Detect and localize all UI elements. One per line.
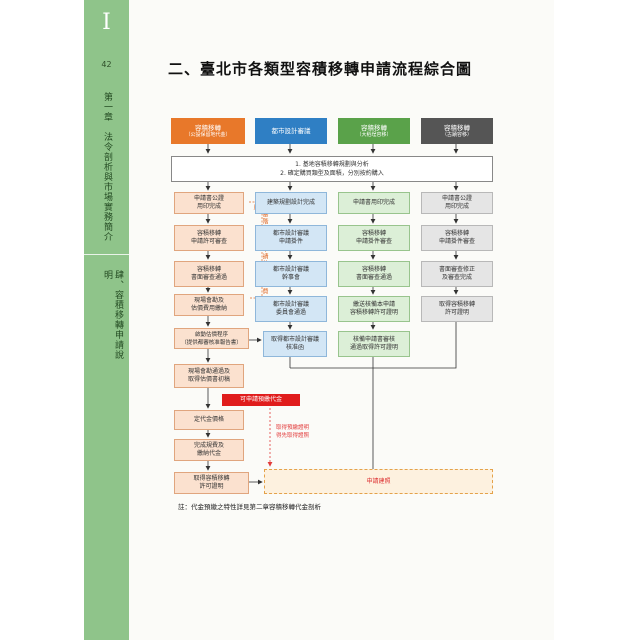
gray-step-2-line2: 申請掛件審查 [438,238,475,245]
prepay-bar-label: 可申請預繳代金 [239,396,282,403]
blue-step-4: 都市設計審議委員會通過 [255,296,327,322]
prepay-note: 取得預繳證明 得先取得證照 [276,424,309,440]
header-green: 容積移轉 （大稻埕容移） [338,118,410,144]
page-title: 二、臺北市各類型容積移轉申請流程綜合圖 [168,60,473,78]
planning-step-line2: 2. 確定購買類型及面積，分別按約購入 [280,170,384,177]
orange-step-2-line1: 容積移轉 [196,230,221,237]
green-step-1: 申請書用印完成 [338,192,410,214]
green-step-5-line1: 核備申請書審核 [352,336,395,343]
green-step-3-line1: 容積移轉 [361,266,386,273]
orange-step-5-line1: 啟動估價程序 [194,331,228,338]
blue-step-1: 建築規劃設計完成 [255,192,327,214]
gray-step-1-line2: 用印完成 [444,203,469,210]
header-gray: 容積移轉 （古蹟容移） [421,118,493,144]
orange-step-1: 申請書公證用印完成 [174,192,244,214]
header-blue-label: 都市設計審議 [271,127,311,135]
planning-step-line1: 1. 基地容積移轉規劃與分析 [295,161,369,168]
orange-step-3: 容積移轉書面審查通過 [174,261,244,287]
blue-step-5-line2: 核准函 [285,344,304,351]
blue-step-2-line1: 都市設計審議 [272,230,309,237]
blue-step-4-line1: 都市設計審議 [272,301,309,308]
blue-step-5: 取得都市設計審議核准函 [263,331,327,357]
gray-step-3-line2: 及審查完成 [441,274,472,281]
orange-step-4: 現場會勘及估價費用繳納 [174,294,244,316]
blue-step-2-line2: 申請掛件 [278,238,303,245]
lower-step-4-line1: 取得容積移轉 [193,475,230,482]
header-green-sub: （大稻埕容移） [356,131,392,138]
orange-step-4-line2: 估價費用繳納 [190,305,227,312]
orange-step-2-line2: 申請許可審查 [190,238,227,245]
lower-step-4: 取得容積移轉許可證明 [174,472,249,494]
header-orange-label: 容積移轉 [195,123,221,132]
lower-step-1-line2: 取得估價書初稿 [187,376,230,383]
building-permit-label: 申請建照 [366,477,391,485]
green-step-5-line2: 通過取得許可證明 [349,344,398,351]
gray-step-3: 書面審查修正及審查完成 [421,261,493,287]
part-roman-numeral: I [102,10,111,35]
gray-step-1-line1: 申請書公證 [441,195,472,202]
section-title: 肆、容積移轉申請說明 [102,270,123,360]
green-step-4-line2: 容積移轉許可證明 [349,309,398,316]
orange-step-2: 容積移轉申請許可審查 [174,225,244,251]
green-step-4-line1: 繳送核備本申請 [352,301,395,308]
blue-step-3: 都市設計審議幹事會 [255,261,327,287]
planning-step: 1. 基地容積移轉規劃與分析 2. 確定購買類型及面積，分別按約購入 [171,156,493,182]
building-permit-box: 申請建照 [264,469,493,494]
lower-step-2: 定代金價格 [174,410,244,430]
lower-step-4-line2: 許可證明 [199,483,224,490]
prepay-note-line2: 得先取得證照 [276,433,310,439]
header-gray-label: 容積移轉 [444,123,470,132]
green-step-5: 核備申請書審核通過取得許可證明 [338,331,410,357]
blue-step-1-line1: 建築規劃設計完成 [266,199,315,206]
gray-step-4-line1: 取得容積移轉 [438,301,475,308]
orange-step-4-line1: 現場會勘及 [193,297,224,304]
green-step-2-line2: 申請掛件審查 [355,238,392,245]
green-step-3: 容積移轉書面審查通過 [338,261,410,287]
chapter-title: 第一章 法令剖析與市場實務簡介 [102,92,112,242]
gray-step-1: 申請書公證用印完成 [421,192,493,214]
lower-step-1-line1: 現場會勘通過及 [187,368,230,375]
sidebar-divider [84,254,129,255]
orange-step-5: 啟動估價程序（提供都審核准報告書） [174,328,249,349]
green-step-2-line1: 容積移轉 [361,230,386,237]
blue-step-3-line1: 都市設計審議 [272,266,309,273]
gray-step-4: 取得容積移轉許可證明 [421,296,493,322]
blue-step-2: 都市設計審議申請掛件 [255,225,327,251]
lower-step-2-line1: 定代金價格 [193,416,224,423]
header-orange-sub: （公設保留地代金） [185,131,231,138]
chapter-sidebar [84,0,129,640]
prepay-note-line1: 取得預繳證明 [276,425,310,431]
green-step-2: 容積移轉申請掛件審查 [338,225,410,251]
orange-step-3-line1: 容積移轉 [196,266,221,273]
blue-step-4-line2: 委員會通過 [275,309,306,316]
lower-step-3: 完成規費及繳納代金 [174,439,244,461]
gray-step-2: 容積移轉申請掛件審查 [421,225,493,251]
header-green-label: 容積移轉 [361,123,387,132]
orange-step-3-line2: 書面審查通過 [190,274,227,281]
green-step-3-line2: 書面審查通過 [355,274,392,281]
lower-step-3-line1: 完成規費及 [193,442,224,449]
orange-step-5-line2: （提供都審核准報告書） [181,339,242,346]
green-step-4: 繳送核備本申請容積移轉許可證明 [338,296,410,322]
blue-step-5-line1: 取得都市設計審議 [270,336,319,343]
gray-step-4-line2: 許可證明 [444,309,469,316]
page-number: 42 [101,60,112,69]
footnote: 註：代金預繳之特性詳見第二章容積移轉代金剖析 [178,503,321,511]
header-orange: 容積移轉 （公設保留地代金） [171,118,245,144]
orange-step-1-line1: 申請書公證 [193,195,224,202]
lower-step-1: 現場會勘通過及取得估價書初稿 [174,364,244,388]
lower-step-3-line2: 繳納代金 [196,450,221,457]
orange-step-1-line2: 用印完成 [196,203,221,210]
gray-step-3-line1: 書面審查修正 [438,266,475,273]
header-blue: 都市設計審議 [255,118,327,144]
green-step-1-line1: 申請書用印完成 [352,199,395,206]
blue-step-3-line2: 幹事會 [281,274,300,281]
header-gray-sub: （古蹟容移） [441,131,472,138]
gray-step-2-line1: 容積移轉 [444,230,469,237]
prepay-bar: 可申請預繳代金 [222,394,300,406]
